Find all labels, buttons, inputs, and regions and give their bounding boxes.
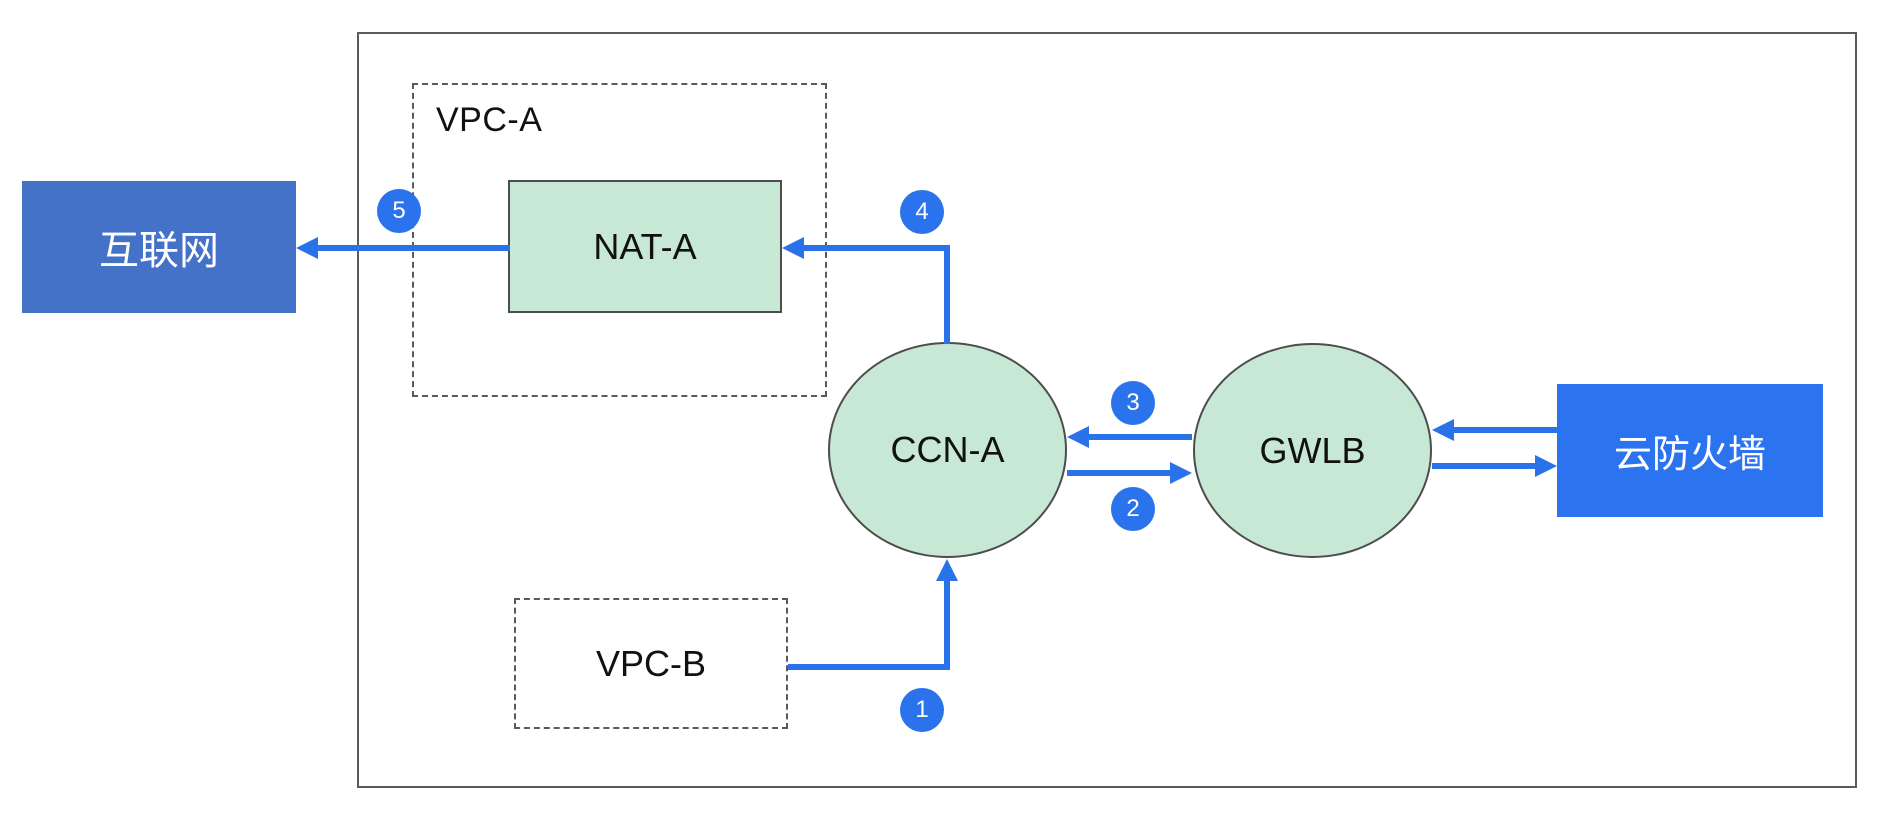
step-badge-4-number: 4 [915, 198, 929, 225]
arrow-ccna-to-nata-vseg [944, 245, 950, 344]
arrow-gwlb-to-ccna-seg [1087, 434, 1192, 440]
step-badge-5: 5 [377, 189, 421, 233]
arrow-gwlb-to-ccna-head [1067, 426, 1089, 448]
node-gwlb-label: GWLB [1259, 429, 1366, 471]
arrow-gwlb-to-firewall-seg [1432, 463, 1537, 469]
node-nat-a-label: NAT-A [593, 225, 697, 267]
step-badge-1: 1 [900, 688, 944, 732]
arrow-vpcb-to-ccna-hseg [788, 664, 950, 670]
node-ccn-a: CCN-A [828, 342, 1067, 558]
node-cloud-firewall: 云防火墙 [1557, 384, 1823, 517]
arrow-nata-to-internet-seg [316, 245, 510, 251]
step-badge-5-number: 5 [392, 197, 406, 224]
arrow-nata-to-internet-head [296, 237, 318, 259]
arrow-vpcb-to-ccna-head [936, 559, 958, 581]
node-vpc-b: VPC-B [514, 598, 788, 729]
step-badge-2-number: 2 [1126, 495, 1140, 522]
node-nat-a: NAT-A [508, 180, 782, 313]
step-badge-2: 2 [1111, 487, 1155, 531]
step-badge-4: 4 [900, 190, 944, 234]
step-badge-3-number: 3 [1126, 389, 1140, 416]
arrow-vpcb-to-ccna-vseg [944, 579, 950, 670]
node-internet: 互联网 [22, 181, 296, 313]
node-internet-label: 互联网 [99, 229, 219, 273]
node-vpc-b-label: VPC-B [595, 642, 707, 684]
group-vpc-a-label: VPC-A [436, 101, 543, 139]
node-ccn-a-label: CCN-A [890, 429, 1005, 470]
step-badge-3: 3 [1111, 381, 1155, 425]
node-gwlb: GWLB [1193, 343, 1432, 558]
node-cloud-firewall-label: 云防火墙 [1613, 434, 1766, 476]
group-vpc-a: VPC-A [412, 83, 827, 397]
step-badge-1-number: 1 [915, 696, 929, 723]
arrow-ccna-to-gwlb-head [1170, 462, 1192, 484]
arrow-ccna-to-nata-head [782, 237, 804, 259]
arrow-ccna-to-gwlb-seg [1067, 470, 1172, 476]
arrow-firewall-to-gwlb-seg [1452, 427, 1557, 433]
cloud-boundary-box [357, 32, 1857, 788]
arrow-firewall-to-gwlb-head [1432, 419, 1454, 441]
arrow-ccna-to-nata-hseg [802, 245, 950, 251]
arrow-gwlb-to-firewall-head [1535, 455, 1557, 477]
